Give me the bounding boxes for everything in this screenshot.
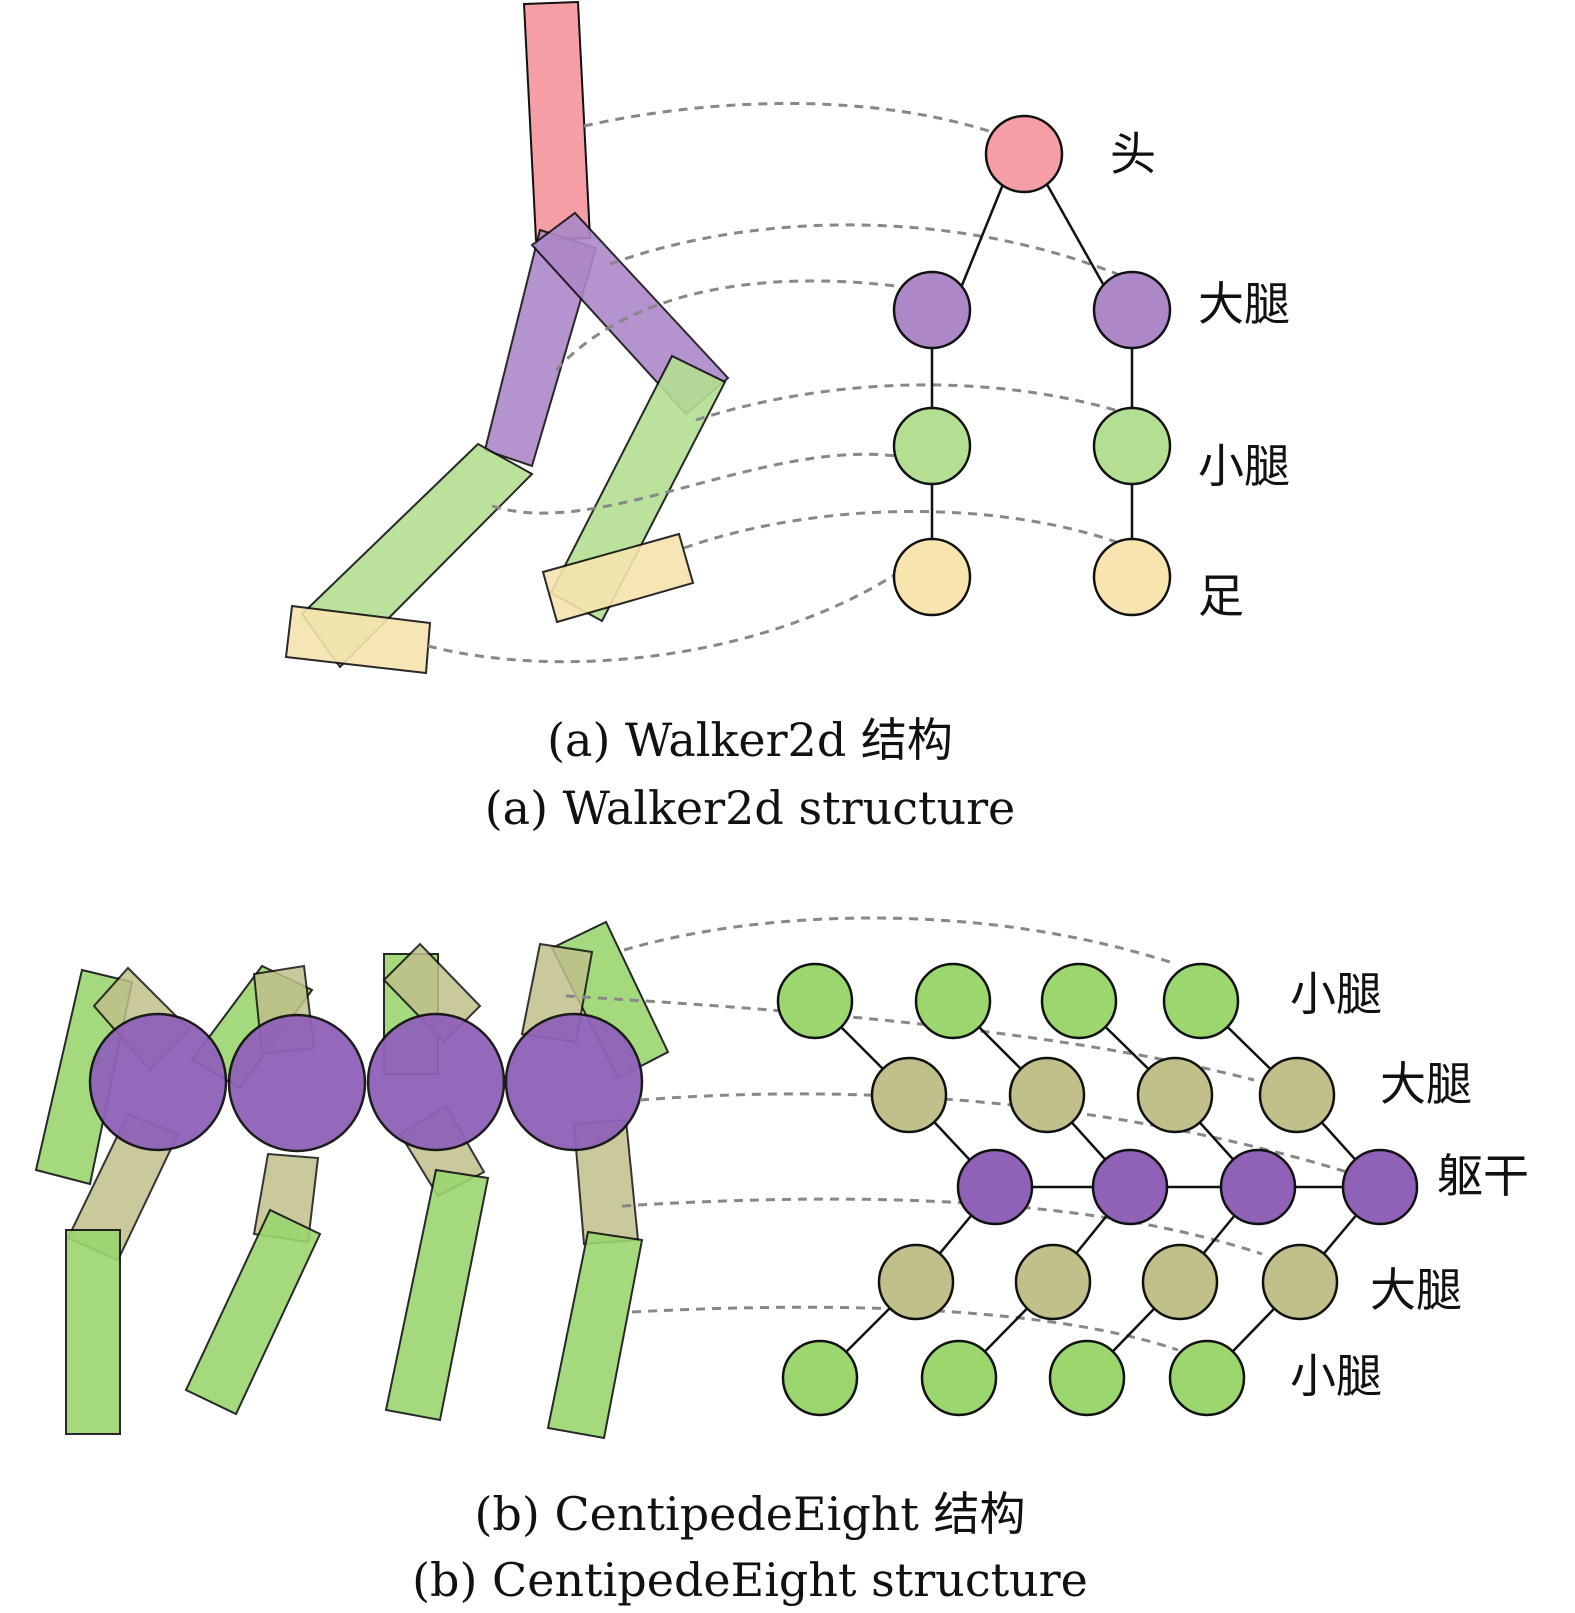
walker-caption-en: (a) Walker2d structure <box>485 781 1016 835</box>
walker-label-shin: 小腿 <box>1198 439 1290 493</box>
walker-node-left-thigh <box>892 270 972 350</box>
centipede-node-bottom-shin <box>920 1339 998 1417</box>
centipede-node-torso <box>1091 1148 1169 1226</box>
centipede-node-torso <box>956 1148 1034 1226</box>
centipede-node-bottom-shin <box>781 1339 859 1417</box>
walker-node-right-shin <box>1092 406 1172 486</box>
walker-label-head: 头 <box>1110 127 1156 181</box>
centipede-node-bottom-thigh <box>877 1243 955 1321</box>
centipede-node-top-thigh <box>870 1056 948 1134</box>
centipede-bottom-shin-3 <box>384 1168 490 1422</box>
centipede-node-top-thigh <box>1136 1056 1214 1134</box>
centipede-label-shin-bottom: 小腿 <box>1290 1349 1382 1403</box>
centipede-label-thigh-bottom: 大腿 <box>1370 1263 1462 1317</box>
centipede-node-torso <box>1219 1148 1297 1226</box>
walker-node-right-thigh <box>1092 270 1172 350</box>
walker-label-thigh: 大腿 <box>1198 277 1290 331</box>
walker-correspondence-lines <box>427 101 1123 664</box>
centipede-node-top-shin <box>1040 962 1118 1040</box>
centipede-bottom-shin-1 <box>65 1229 121 1435</box>
walker-caption-cn: (a) Walker2d 结构 <box>547 713 953 767</box>
centipede-node-bottom-thigh <box>1261 1243 1339 1321</box>
centipede-node-bottom-shin <box>1048 1339 1126 1417</box>
walker-right-foot-body <box>541 532 695 624</box>
centipede-node-bottom-thigh <box>1141 1243 1219 1321</box>
centipede-torso-1 <box>88 1012 228 1152</box>
walker-graph-nodes <box>892 114 1172 617</box>
walker-figure <box>284 0 730 675</box>
centipede-node-torso <box>1341 1148 1419 1226</box>
centipede-torso-2 <box>227 1013 367 1153</box>
centipede-node-top-shin <box>914 962 992 1040</box>
centipede-label-thigh-top: 大腿 <box>1380 1057 1472 1111</box>
centipede-torso-4 <box>504 1012 644 1152</box>
centipede-label-shin-top: 小腿 <box>1290 967 1382 1021</box>
centipede-node-bottom-shin <box>1168 1339 1246 1417</box>
walker-node-right-foot <box>1092 537 1172 617</box>
centipede-torso-3 <box>366 1012 506 1152</box>
walker-node-left-foot <box>892 537 972 617</box>
centipede-node-top-thigh <box>1258 1056 1336 1134</box>
centipede-bottom-shin-2 <box>184 1208 322 1416</box>
centipede-node-top-shin <box>1162 962 1240 1040</box>
centipede-label-torso: 躯干 <box>1437 1149 1529 1203</box>
centipede-node-bottom-thigh <box>1014 1243 1092 1321</box>
centipede-caption-cn: (b) CentipedeEight 结构 <box>474 1487 1025 1541</box>
walker-head-body <box>522 0 592 242</box>
walker-left-foot-body <box>284 604 432 675</box>
walker-node-head <box>984 114 1064 194</box>
walker-node-left-shin <box>892 406 972 486</box>
walker-label-foot: 足 <box>1198 569 1244 623</box>
centipede-graph-nodes <box>776 962 1419 1417</box>
centipede-caption-en: (b) CentipedeEight structure <box>412 1553 1088 1607</box>
walker-left-shin-body <box>300 442 534 669</box>
centipede-figure <box>34 920 670 1440</box>
centipede-node-top-shin <box>776 962 854 1040</box>
centipede-bottom-shin-4 <box>546 1230 644 1440</box>
centipede-node-top-thigh <box>1008 1056 1086 1134</box>
walker-right-shin-body <box>549 354 727 623</box>
